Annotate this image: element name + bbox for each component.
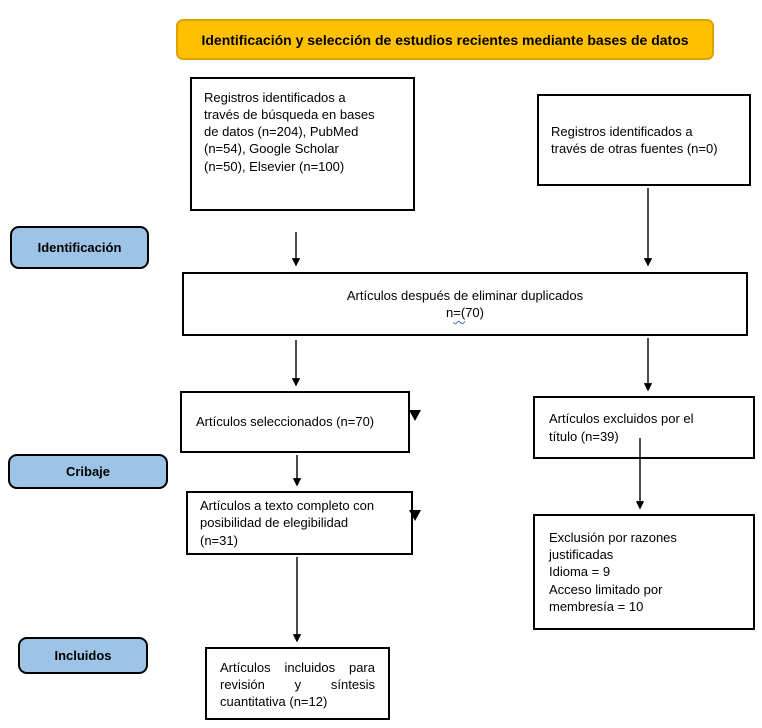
stage-label-identification: Identificación bbox=[10, 226, 149, 269]
title-banner: Identificación y selección de estudios r… bbox=[176, 19, 714, 60]
box-full-text-eligibility: Artículos a texto completo con posibilid… bbox=[186, 491, 413, 555]
box-records-other-sources: Registros identificados a través de otra… bbox=[537, 94, 751, 186]
count-suffix: 70) bbox=[465, 305, 484, 320]
count-prefix: n bbox=[446, 305, 454, 320]
box-exclusion-reasons: Exclusión por razones justificadas Idiom… bbox=[533, 514, 755, 630]
box-records-databases: Registros identificados a través de búsq… bbox=[190, 77, 415, 211]
after-duplicates-line1: Artículos después de eliminar duplicados bbox=[346, 287, 584, 303]
box-excluded-by-title: Artículos excluidos por el título (n=39) bbox=[533, 396, 755, 459]
stage-label-screening: Cribaje bbox=[8, 454, 168, 489]
box-selected-articles: Artículos seleccionados (n=70) bbox=[180, 391, 410, 453]
after-duplicates-count: n=(70) bbox=[446, 304, 484, 321]
box-after-duplicates: Artículos después de eliminar duplicados… bbox=[182, 272, 748, 336]
count-squiggle: =( bbox=[453, 305, 466, 320]
box-included-final: Artículos incluidos para revisión y sínt… bbox=[205, 647, 390, 720]
small-down-arrowhead-selected bbox=[409, 410, 421, 421]
stage-label-included: Incluidos bbox=[18, 637, 148, 674]
